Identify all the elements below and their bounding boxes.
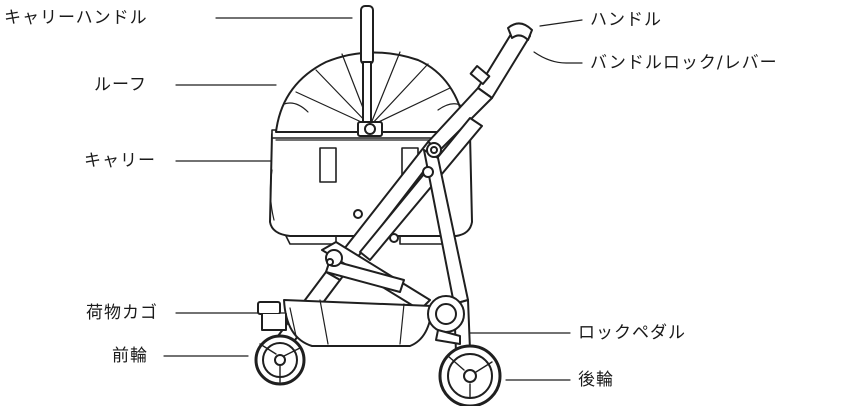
label-front-wheel: 前輪 <box>112 346 148 366</box>
carry-handle <box>357 5 383 137</box>
front-wheel <box>254 301 306 386</box>
label-carry-handle: キャリーハンドル <box>4 8 148 28</box>
label-lock-pedal: ロックペダル <box>578 323 686 343</box>
leader-handle-lock <box>533 51 583 64</box>
leader-lines <box>163 17 583 381</box>
leader-handle <box>539 19 583 27</box>
label-handle: ハンドル <box>590 10 662 30</box>
label-carrier: キャリー <box>84 151 156 171</box>
push-frame <box>277 22 533 353</box>
rear-wheel <box>427 295 502 406</box>
label-basket: 荷物カゴ <box>86 303 158 323</box>
label-rear-wheel: 後輪 <box>578 370 614 390</box>
label-handle-lock: バンドルロック/レバー <box>590 53 778 73</box>
label-roof: ルーフ <box>94 75 147 95</box>
basket <box>283 299 433 347</box>
